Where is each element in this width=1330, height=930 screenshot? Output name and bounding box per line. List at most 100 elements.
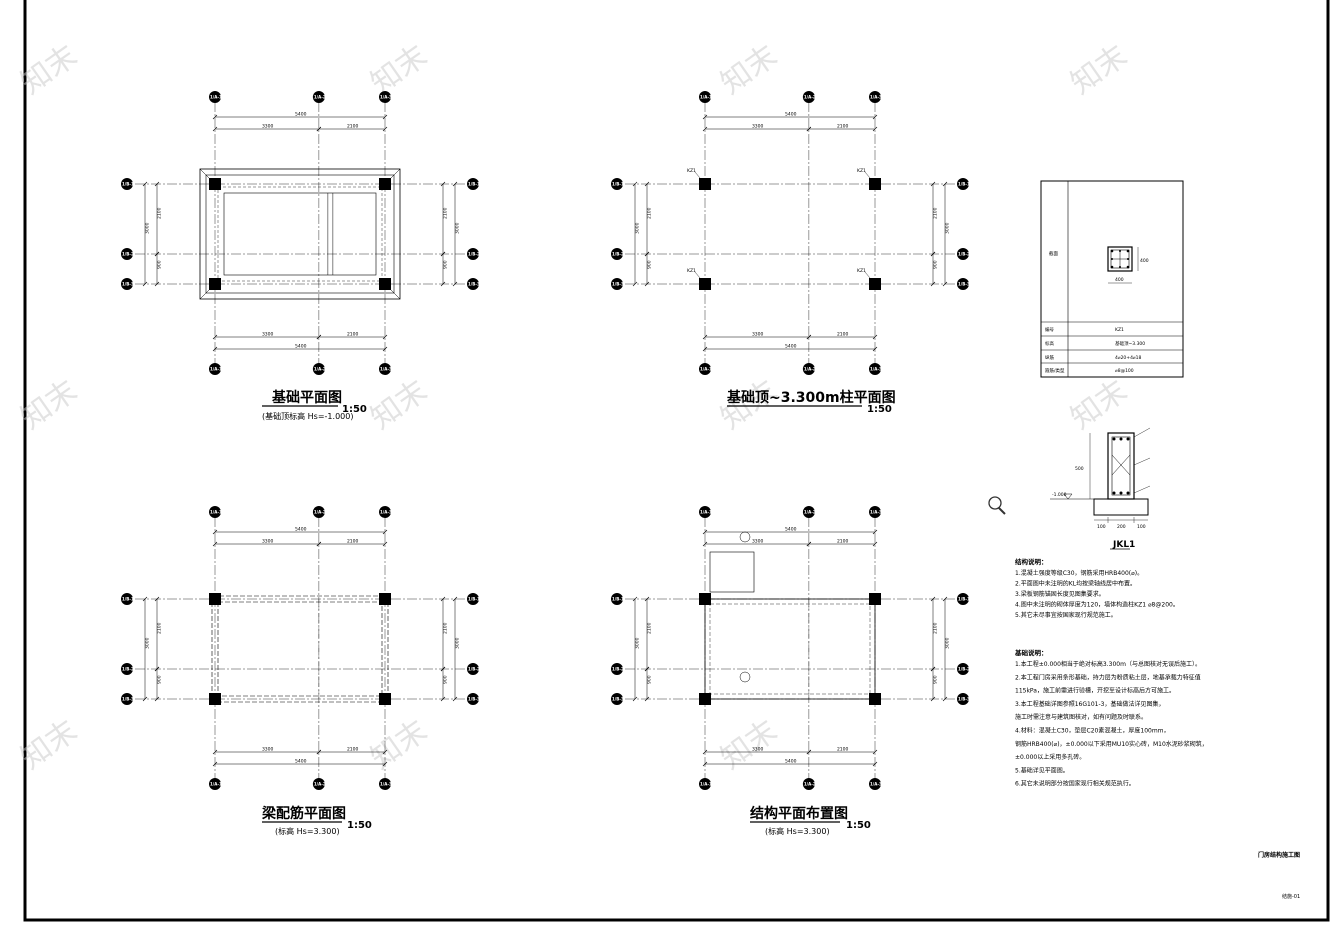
dimension-text: 900 bbox=[647, 260, 653, 269]
grid-bubble bbox=[611, 178, 623, 190]
column-kz1 bbox=[379, 693, 391, 705]
plan-title-beam: 梁配筋平面图 1:50 (标高 Hs=3.300) bbox=[261, 805, 372, 836]
dimension-text: 3300 bbox=[752, 747, 764, 753]
grid-label: 1/B-3 bbox=[122, 282, 134, 287]
grid-bubble bbox=[869, 363, 881, 375]
grid-label: 1/A-2 bbox=[314, 510, 326, 515]
beam-dim: 100 bbox=[1137, 524, 1146, 530]
grid-label: 1/B-1 bbox=[958, 182, 970, 187]
grid-label: 1/A-3 bbox=[380, 782, 392, 787]
grid-bubble bbox=[121, 663, 133, 675]
grid-label: 1/A-3 bbox=[870, 95, 882, 100]
grid-label: 1/B-2 bbox=[122, 667, 134, 672]
grid-bubble bbox=[379, 91, 391, 103]
grid-bubble bbox=[379, 363, 391, 375]
column-tag: KZ1 bbox=[857, 168, 866, 174]
grid-label: 1/A-1 bbox=[700, 95, 712, 100]
grid-label: 1/B-1 bbox=[612, 182, 624, 187]
plan-title: 基础顶~3.300m柱平面图 bbox=[727, 389, 896, 406]
section-height: 400 bbox=[1140, 258, 1149, 264]
note-item: ±0.000以上采用多孔砖。 bbox=[1015, 753, 1085, 761]
section-width: 400 bbox=[1115, 277, 1124, 283]
grid-bubble bbox=[379, 778, 391, 790]
grid-bubble bbox=[611, 248, 623, 260]
grid-label: 1/B-3 bbox=[958, 697, 970, 702]
grid-bubble bbox=[209, 506, 221, 518]
grid-bubble bbox=[209, 91, 221, 103]
grid-label: 1/B-1 bbox=[468, 182, 480, 187]
dimension-text: 2100 bbox=[647, 207, 653, 219]
note-item: 5.其它未尽事宜按国家现行规范施工。 bbox=[1015, 611, 1117, 619]
grid-label: 1/A-1 bbox=[210, 367, 222, 372]
dimension-text: 5400 bbox=[785, 527, 797, 533]
dimension-text: 3000 bbox=[145, 637, 151, 649]
grid-bubble bbox=[957, 693, 969, 705]
plan-title: 基础平面图 bbox=[272, 389, 342, 406]
zoom-icon[interactable] bbox=[988, 496, 1006, 515]
grid-bubble bbox=[467, 278, 479, 290]
dimension-text: 3000 bbox=[455, 637, 461, 649]
dimension-text: 900 bbox=[933, 260, 939, 269]
dimension-text: 900 bbox=[157, 675, 163, 684]
dimension-text: 900 bbox=[647, 675, 653, 684]
grid-bubble bbox=[467, 663, 479, 675]
dimension-text: 2100 bbox=[837, 332, 849, 338]
dimension-text: 2100 bbox=[647, 622, 653, 634]
grid-bubble bbox=[957, 278, 969, 290]
grid-label: 1/A-2 bbox=[804, 95, 816, 100]
grid-label: 1/A-2 bbox=[314, 95, 326, 100]
grid-label: 1/A-1 bbox=[700, 510, 712, 515]
plan-title-foundation: 基础平面图 1:50 (基础顶标高 Hs=-1.000) bbox=[262, 389, 367, 421]
dimension-text: 2100 bbox=[443, 622, 449, 634]
plan-subtitle: (标高 Hs=3.300) bbox=[275, 826, 340, 836]
notes-heading: 结构说明： bbox=[1015, 557, 1048, 566]
dimension-text: 5400 bbox=[785, 112, 797, 118]
column-kz1 bbox=[869, 693, 881, 705]
grid-bubble bbox=[957, 248, 969, 260]
grid-bubble bbox=[312, 91, 325, 103]
dimension-text: 2100 bbox=[837, 124, 849, 130]
dimension-text: 2100 bbox=[837, 539, 849, 545]
column-kz1 bbox=[379, 593, 391, 605]
dimension-text: 3000 bbox=[145, 222, 151, 234]
dimension-text: 900 bbox=[157, 260, 163, 269]
grid-bubble bbox=[957, 663, 969, 675]
grid-bubble bbox=[121, 278, 133, 290]
column-kz1 bbox=[379, 278, 391, 290]
dimension-text: 2100 bbox=[837, 747, 849, 753]
grid-bubble bbox=[802, 363, 815, 375]
grid-bubble bbox=[869, 506, 881, 518]
grid-bubble bbox=[312, 363, 325, 375]
grid-bubble bbox=[121, 178, 133, 190]
plan-title: 梁配筋平面图 bbox=[261, 805, 346, 822]
note-item: 1.本工程±0.000相当于绝对标高3.300m（与总图核对无误后施工）。 bbox=[1015, 660, 1201, 668]
watermark-text: 知末 bbox=[365, 38, 434, 101]
watermark-text: 知末 bbox=[715, 38, 784, 101]
column-kz1 bbox=[699, 593, 711, 605]
table-row-label: 纵筋 bbox=[1045, 354, 1054, 361]
dimension-text: 5400 bbox=[295, 344, 307, 350]
column-kz1 bbox=[699, 693, 711, 705]
grid-label: 1/B-2 bbox=[958, 252, 970, 257]
grid-bubble bbox=[312, 778, 325, 790]
plan-title-column: 基础顶~3.300m柱平面图 1:50 bbox=[727, 389, 896, 415]
grid-label: 1/A-2 bbox=[804, 510, 816, 515]
grid-label: 1/B-1 bbox=[958, 597, 970, 602]
dimension-text: 5400 bbox=[785, 344, 797, 350]
dimension-text: 2100 bbox=[933, 207, 939, 219]
grid-label: 1/B-2 bbox=[468, 252, 480, 257]
note-item: 5.基础详见平面图。 bbox=[1015, 766, 1069, 774]
note-item: 6.其它未说明部分按国家现行相关规范执行。 bbox=[1015, 780, 1135, 788]
note-item: 钢筋HRB400(⌀)，±0.000以下采用MU10实心砖，M10水泥砂浆砌筑， bbox=[1015, 740, 1208, 748]
grid-bubble bbox=[467, 693, 479, 705]
sheet-number: 结施-01 bbox=[1282, 893, 1300, 900]
dimension-text: 3300 bbox=[262, 124, 274, 130]
watermark-text: 知末 bbox=[1065, 38, 1134, 101]
column-tag: KZ1 bbox=[687, 168, 696, 174]
dimension-text: 2100 bbox=[347, 332, 359, 338]
